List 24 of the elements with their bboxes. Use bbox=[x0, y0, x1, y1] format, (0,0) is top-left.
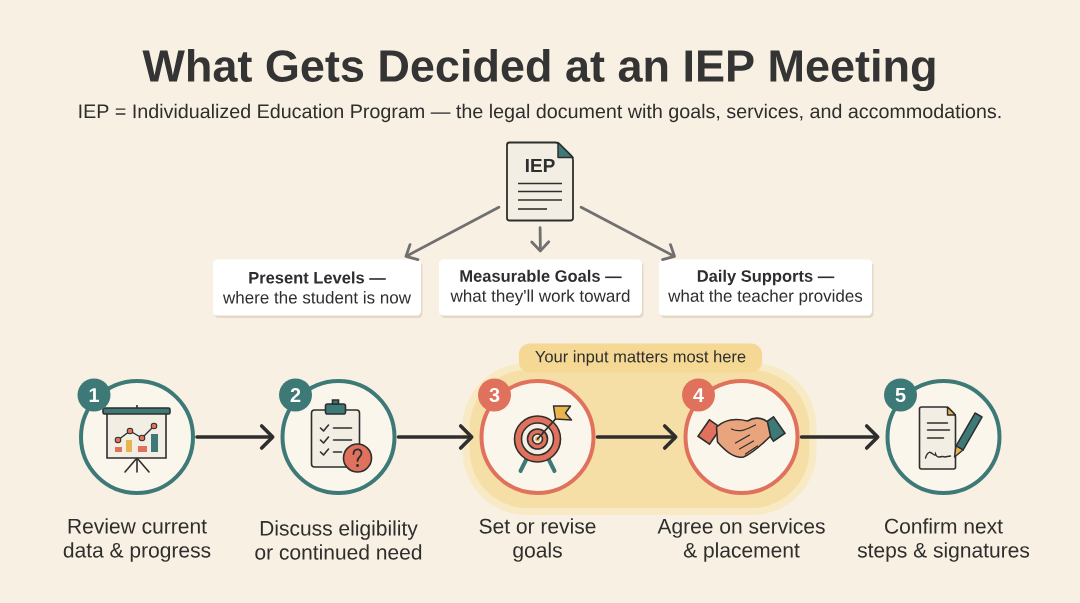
info-box: Daily Supports — what the teacher provides bbox=[659, 259, 874, 318]
arrow bbox=[404, 205, 501, 262]
arrow bbox=[579, 205, 676, 262]
subtitle: IEP = Individualized Education Program — the legal document with goals, services, and accommodations. bbox=[79, 103, 1001, 123]
step-caption: Discuss eligibility or continued need bbox=[255, 520, 422, 560]
number-badge: 5 bbox=[884, 378, 917, 412]
step-caption: Set or revise goals bbox=[479, 518, 596, 562]
arrow bbox=[396, 424, 474, 450]
info-box: Measurable Goals — what they'll work toward bbox=[439, 259, 644, 318]
info-box: Present Levels — where the student is now bbox=[213, 259, 423, 318]
arrow bbox=[799, 424, 880, 450]
step-caption: Confirm next steps & signatures bbox=[857, 518, 1030, 562]
document: IEP bbox=[506, 141, 574, 222]
number-badge: 2 bbox=[279, 378, 312, 412]
arrow bbox=[195, 424, 275, 450]
number-badge: 1 bbox=[77, 378, 111, 412]
number-badge: 3 bbox=[478, 378, 511, 412]
note-tab: Your input matters most here bbox=[518, 343, 763, 373]
arrow bbox=[530, 226, 551, 253]
step-caption: Review current data & progress bbox=[63, 518, 211, 562]
arrow bbox=[595, 424, 678, 450]
number-badge: 4 bbox=[682, 378, 715, 412]
step-caption: Agree on services & placement bbox=[657, 518, 825, 562]
title: What Gets Decided at an IEP Meeting bbox=[142, 48, 935, 92]
